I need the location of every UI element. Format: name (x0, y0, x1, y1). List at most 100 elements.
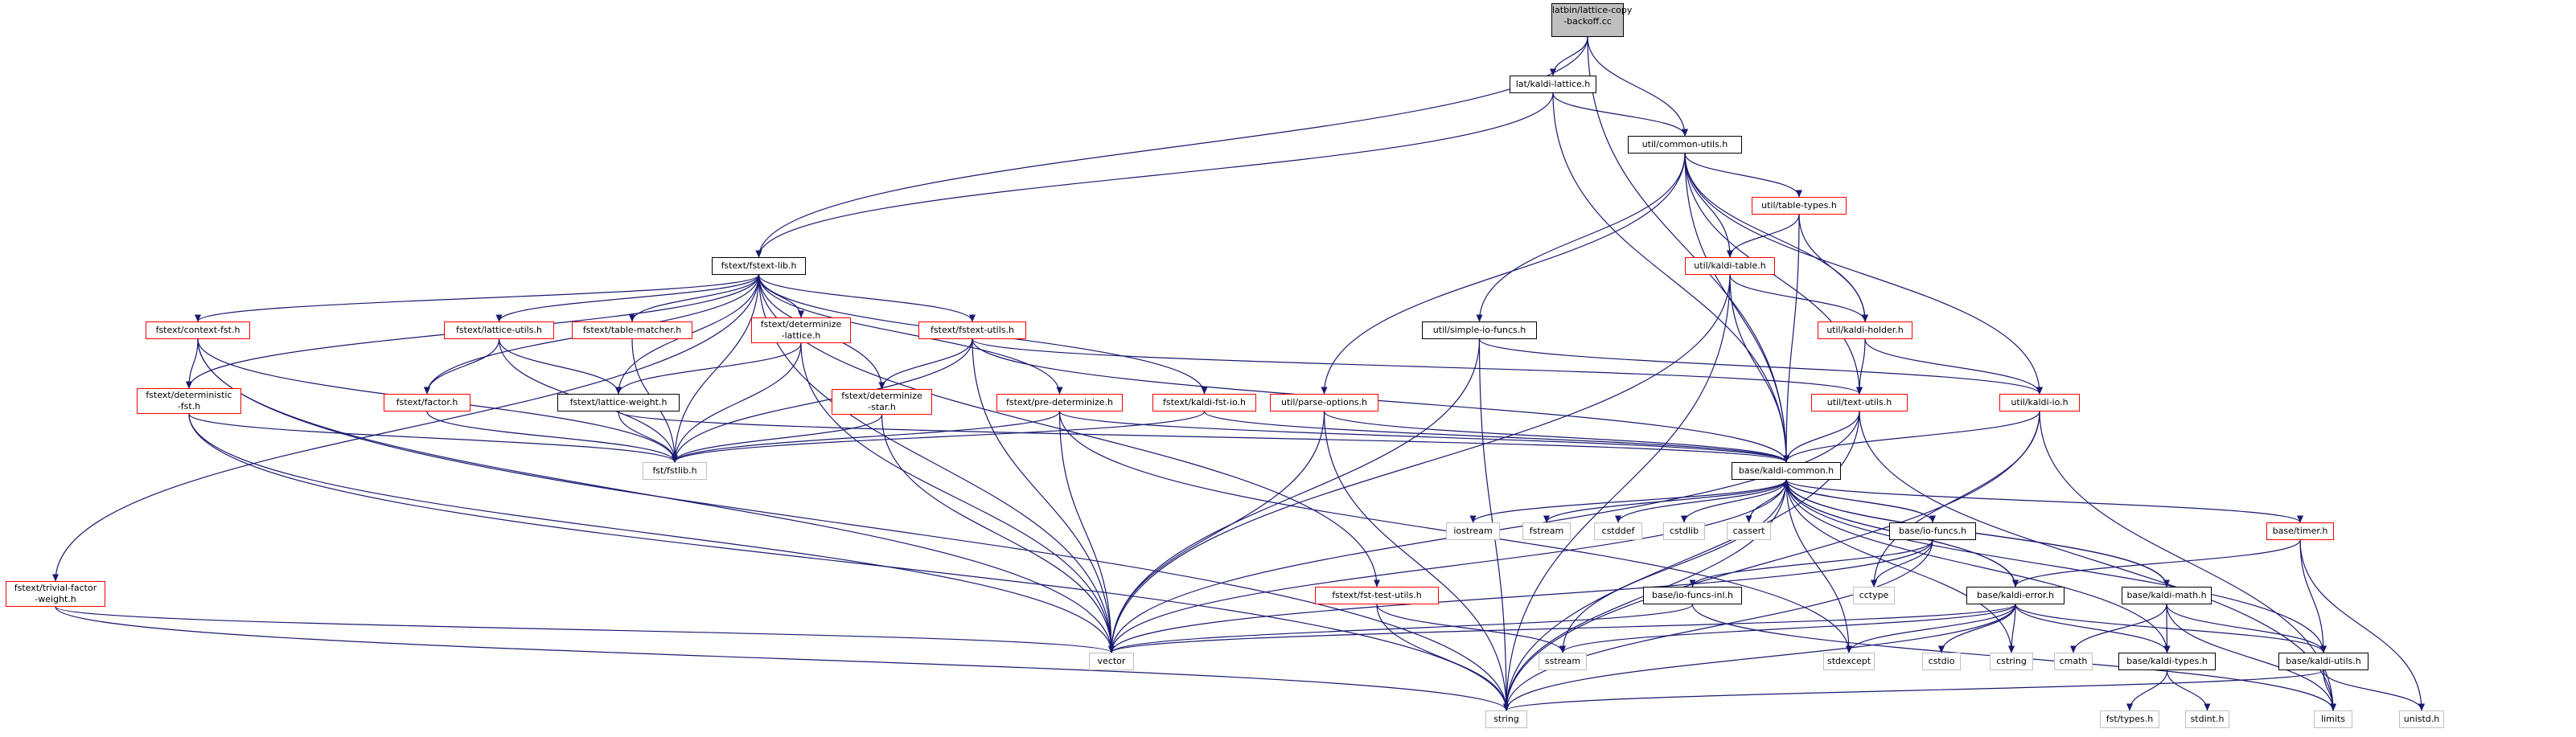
node-label: fstext/fstext-lib.h (721, 260, 797, 271)
node-cstdio[interactable]: cstdio (1922, 653, 1961, 670)
node-fstream[interactable]: fstream (1522, 522, 1571, 540)
node-fst-types[interactable]: fst/types.h (2100, 710, 2159, 728)
edge-kaldi-error-to-string (1506, 604, 2016, 710)
edge-kaldi-common-to-iostream (1473, 479, 1787, 522)
node-label: stdint.h (2190, 714, 2225, 724)
node-label: util/kaldi-table.h (1694, 260, 1766, 271)
node-stdint[interactable]: stdint.h (2185, 710, 2229, 728)
node-kaldi-common[interactable]: base/kaldi-common.h (1732, 462, 1841, 480)
node-fstext-lib[interactable]: fstext/fstext-lib.h (712, 257, 806, 275)
node-determinize-star[interactable]: fstext/determinize-star.h (832, 389, 932, 415)
edge-deterministic-fst-to-fstlib (188, 413, 675, 462)
edge-determinize-lattice-to-lattice-weight (618, 342, 802, 394)
edge-determinize-lattice-to-vector (800, 342, 1111, 653)
node-io-funcs[interactable]: base/io-funcs.h (1889, 522, 1976, 540)
node-cstring[interactable]: cstring (1990, 653, 2033, 670)
edge-timer-to-unistd (2299, 539, 2422, 710)
edge-pre-determinize-to-fstlib (675, 411, 1061, 462)
node-parse-options[interactable]: util/parse-options.h (1270, 394, 1378, 411)
node-factor[interactable]: fstext/factor.h (384, 394, 470, 411)
node-fstlib[interactable]: fst/fstlib.h (643, 462, 707, 480)
edge-simple-io-to-vector (1111, 338, 1481, 653)
edge-deterministic-fst-to-string (188, 413, 1506, 710)
node-common-utils[interactable]: util/common-utils.h (1628, 136, 1742, 154)
node-determinize-lattice[interactable]: fstext/determinize-lattice.h (751, 317, 851, 343)
node-trivial-factor[interactable]: fstext/trivial-factor-weight.h (6, 581, 105, 607)
node-table-types[interactable]: util/table-types.h (1752, 197, 1847, 215)
edge-kaldi-lattice-to-common-utils (1552, 92, 1685, 136)
node-label: util/parse-options.h (1280, 397, 1367, 407)
edge-factor-to-fstlib (426, 411, 675, 462)
node-label: -star.h (868, 402, 896, 412)
node-table-matcher[interactable]: fstext/table-matcher.h (572, 321, 692, 339)
node-string[interactable]: string (1485, 710, 1527, 728)
node-kaldi-io[interactable]: util/kaldi-io.h (1999, 394, 2080, 411)
edge-kaldi-holder-to-kaldi-io (1864, 338, 2040, 394)
node-limits[interactable]: limits (2314, 710, 2352, 728)
node-cmath[interactable]: cmath (2054, 653, 2093, 670)
edge-kaldi-error-to-kaldi-utils (2015, 604, 2323, 653)
edge-fstext-utils-to-kaldi-common (972, 338, 1786, 462)
edge-context-fst-to-deterministic-fst (189, 338, 199, 388)
node-label: cstring (1996, 656, 2027, 666)
node-label: fstext/factor.h (396, 397, 458, 407)
edge-fstext-utils-to-fstlib (675, 338, 973, 462)
node-kaldi-types[interactable]: base/kaldi-types.h (2118, 653, 2216, 670)
edge-timer-to-kaldi-error (2015, 539, 2301, 587)
node-simple-io[interactable]: util/simple-io-funcs.h (1422, 321, 1537, 339)
node-cctype[interactable]: cctype (1853, 587, 1895, 604)
node-lattice-utils[interactable]: fstext/lattice-utils.h (444, 321, 554, 339)
node-stdexcept[interactable]: stdexcept (1823, 653, 1875, 670)
edge-root-to-fstext-lib (759, 36, 1588, 257)
node-deterministic-fst[interactable]: fstext/deterministic-fst.h (137, 388, 241, 414)
node-io-funcs-inl[interactable]: base/io-funcs-inl.h (1643, 587, 1742, 604)
edge-fstext-lib-to-fst-test-utils (758, 274, 1378, 587)
node-label: fstext/context-fst.h (155, 325, 240, 335)
node-kaldi-math[interactable]: base/kaldi-math.h (2122, 587, 2212, 604)
edge-pre-determinize-to-kaldi-common (1058, 411, 1787, 462)
edge-io-funcs-to-vector (1111, 539, 1933, 653)
node-label: base/io-funcs-inl.h (1651, 590, 1733, 600)
node-cstddef[interactable]: cstddef (1594, 522, 1642, 540)
node-kaldi-error[interactable]: base/kaldi-error.h (1966, 587, 2064, 604)
node-vector[interactable]: vector (1089, 653, 1134, 670)
node-fstext-utils[interactable]: fstext/fstext-utils.h (918, 321, 1026, 339)
node-label: fstext/kaldi-fst-io.h (1163, 397, 1246, 407)
node-kaldi-utils[interactable]: base/kaldi-utils.h (2278, 653, 2369, 670)
edge-lattice-utils-to-factor (427, 338, 500, 394)
edge-fstext-lib-to-pre-determinize (758, 274, 1060, 394)
node-root: latbin/lattice-copy-backoff.cc (1551, 3, 1632, 37)
node-kaldi-lattice[interactable]: lat/kaldi-lattice.h (1510, 76, 1596, 93)
node-cstdlib[interactable]: cstdlib (1663, 522, 1705, 540)
node-kaldi-holder[interactable]: util/kaldi-holder.h (1818, 321, 1912, 339)
edge-common-utils-to-simple-io (1480, 153, 1686, 321)
node-label: base/kaldi-math.h (2126, 590, 2207, 600)
edge-kaldi-lattice-to-fstext-lib (759, 92, 1554, 257)
edge-deterministic-fst-to-vector (188, 413, 1111, 653)
node-sstream[interactable]: sstream (1539, 653, 1587, 670)
node-kaldi-fst-io[interactable]: fstext/kaldi-fst-io.h (1152, 394, 1256, 411)
node-lattice-weight[interactable]: fstext/lattice-weight.h (557, 394, 680, 411)
node-unistd[interactable]: unistd.h (2399, 710, 2444, 728)
edge-fstext-utils-to-text-utils (972, 338, 1859, 394)
node-label: base/kaldi-utils.h (2286, 656, 2361, 666)
edge-common-utils-to-kaldi-common (1684, 153, 1786, 462)
node-context-fst[interactable]: fstext/context-fst.h (146, 321, 250, 339)
edge-io-funcs-to-cctype (1874, 539, 1933, 587)
node-label: -backoff.cc (1563, 16, 1612, 27)
node-iostream[interactable]: iostream (1446, 522, 1500, 540)
edge-common-utils-to-kaldi-table (1684, 153, 1730, 257)
edge-lattice-utils-to-lattice-weight (498, 338, 619, 394)
node-cassert[interactable]: cassert (1727, 522, 1771, 540)
node-timer[interactable]: base/timer.h (2266, 522, 2334, 540)
node-label: util/table-types.h (1761, 200, 1837, 211)
edge-kaldi-common-to-sstream (1563, 479, 1787, 653)
node-fst-test-utils[interactable]: fstext/fst-test-utils.h (1315, 587, 1439, 604)
node-pre-determinize[interactable]: fstext/pre-determinize.h (996, 394, 1123, 411)
node-label: fstext/deterministic (146, 390, 232, 400)
edge-kaldi-table-to-kaldi-common (1729, 274, 1786, 462)
edge-parse-options-to-kaldi-common (1323, 411, 1787, 462)
node-text-utils[interactable]: util/text-utils.h (1811, 394, 1908, 411)
node-label: cstdlib (1669, 526, 1699, 536)
node-kaldi-table[interactable]: util/kaldi-table.h (1685, 257, 1775, 275)
